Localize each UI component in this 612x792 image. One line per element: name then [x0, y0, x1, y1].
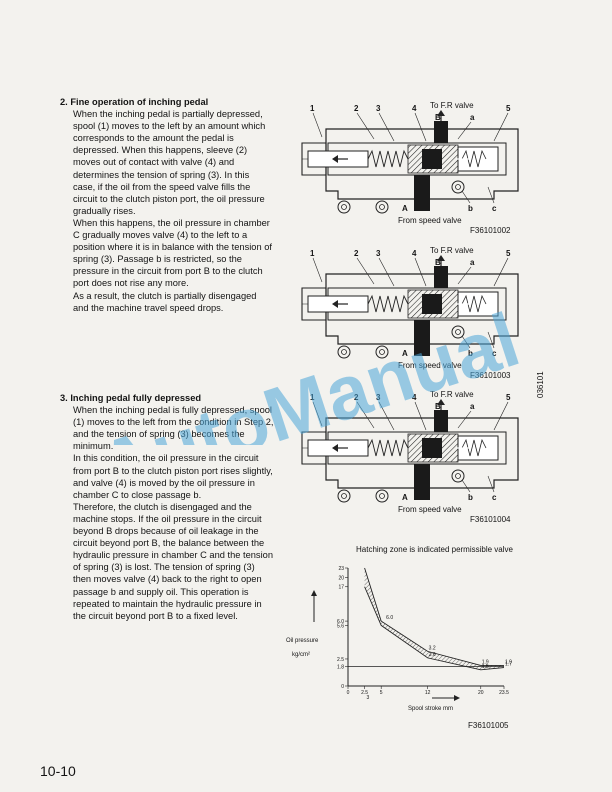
y-tick-label: 20	[338, 575, 344, 581]
y-tick-label: 23	[338, 566, 344, 572]
valve-figure-2: 1 2 3 4 5 To F.R valve B a	[298, 244, 526, 379]
valve-diagram: 1 2 3 4 5 To F.R valve B a	[301, 101, 519, 234]
callout-4: 4	[412, 104, 417, 113]
paragraph: When the inching pedal is fully depresse…	[73, 405, 274, 452]
y-tick-label: 5.6	[337, 623, 344, 629]
port-b: b	[468, 493, 473, 502]
data-annotation: 6.0	[386, 615, 393, 621]
x-tick-label: 20	[478, 690, 484, 696]
side-code: 036101	[536, 371, 545, 398]
callout-3: 3	[376, 393, 381, 402]
series-line-0	[364, 567, 504, 666]
series-line-1	[364, 586, 505, 671]
figure-code: F36101002	[470, 226, 511, 234]
section-heading: 3. Inching pedal fully depressed	[60, 393, 202, 403]
x-tick-label: 12	[425, 690, 431, 696]
y-tick-label: 2.5	[337, 657, 344, 663]
pressure-stroke-chart: Hatching zone is indicated permissible v…	[282, 540, 522, 760]
data-annotation: 3.2	[429, 645, 436, 651]
to-fr-valve-label: To F.R valve	[430, 390, 474, 399]
callout-4: 4	[412, 249, 417, 258]
x-tick-label: 5	[380, 690, 383, 696]
port-B: B	[435, 402, 441, 411]
callout-5: 5	[506, 393, 511, 402]
y-tick-label: 6.0	[337, 619, 344, 625]
y-axis-arrowhead	[311, 590, 317, 596]
x-tick-label: 23.5	[499, 690, 509, 696]
callout-1: 1	[310, 249, 315, 258]
y-tick-label: 0	[341, 684, 344, 690]
x-tick-label: 0	[347, 690, 350, 696]
figure-code: F36101004	[470, 515, 511, 523]
port-A: A	[402, 349, 408, 358]
port-A: A	[402, 493, 408, 502]
x-tick-label: 2.5	[361, 690, 368, 696]
x-tick-extra-label: 3	[367, 695, 370, 701]
paragraph: When this happens, the oil pressure in c…	[73, 217, 272, 289]
port-a: a	[470, 258, 475, 267]
chart-figure-code: F36101005	[468, 721, 509, 730]
port-c: c	[492, 204, 497, 213]
data-annotation: 1.7	[505, 662, 512, 668]
from-speed-valve-label: From speed valve	[398, 361, 462, 370]
from-speed-valve-label: From speed valve	[398, 505, 462, 514]
valve-diagram: 1 2 3 4 5 To F.R valve B a	[301, 246, 519, 379]
chart-svg: Hatching zone is indicated permissible v…	[286, 545, 514, 730]
valve-diagram: 1 2 3 4 5 To F.R valve B a	[301, 390, 519, 523]
port-b: b	[468, 204, 473, 213]
data-annotation: 1.5	[482, 664, 489, 670]
section-fine-operation: 2. Fine operation of inching pedal When …	[60, 96, 274, 314]
callout-4: 4	[412, 393, 417, 402]
paragraph: When the inching pedal is partially depr…	[73, 109, 266, 216]
callout-2: 2	[354, 393, 359, 402]
x-axis-arrowhead	[454, 695, 460, 701]
port-B: B	[435, 113, 441, 122]
port-c: c	[492, 493, 497, 502]
data-annotation: 1.9	[482, 659, 489, 665]
paragraph: Therefore, the clutch is disengaged and …	[73, 501, 273, 621]
paragraph: In this condition, the oil pressure in t…	[73, 453, 273, 500]
callout-1: 1	[310, 393, 315, 402]
port-c: c	[492, 349, 497, 358]
data-annotation: 1.9	[505, 659, 512, 665]
port-B: B	[435, 258, 441, 267]
y-tick-label: 1.8	[337, 665, 344, 671]
y-axis-label: Oil pressure	[286, 638, 319, 644]
callout-3: 3	[376, 249, 381, 258]
section-heading: 2. Fine operation of inching pedal	[60, 97, 209, 107]
callout-5: 5	[506, 104, 511, 113]
callout-2: 2	[354, 104, 359, 113]
figure-code: F36101003	[470, 371, 511, 379]
data-annotation: 2.6	[429, 652, 436, 658]
callout-1: 1	[310, 104, 315, 113]
y-tick-label: 17	[338, 585, 344, 591]
page-number: 10-10	[40, 763, 76, 779]
port-a: a	[470, 402, 475, 411]
paragraph: As a result, the clutch is partially dis…	[73, 290, 257, 313]
port-a: a	[470, 113, 475, 122]
callout-5: 5	[506, 249, 511, 258]
port-b: b	[468, 349, 473, 358]
valve-figure-1: 1 2 3 4 5 To F.R valve B a	[298, 99, 526, 234]
valve-figure-3: 1 2 3 4 5 To F.R valve B a	[298, 388, 526, 523]
from-speed-valve-label: From speed valve	[398, 216, 462, 225]
x-axis-label: Spool stroke mm	[408, 706, 453, 712]
port-A: A	[402, 204, 408, 213]
callout-2: 2	[354, 249, 359, 258]
section-fully-depressed: 3. Inching pedal fully depressed When th…	[60, 392, 274, 622]
to-fr-valve-label: To F.R valve	[430, 246, 474, 255]
callout-3: 3	[376, 104, 381, 113]
chart-title: Hatching zone is indicated permissible v…	[356, 545, 514, 554]
y-axis-unit: kg/cm²	[292, 652, 310, 658]
to-fr-valve-label: To F.R valve	[430, 101, 474, 110]
